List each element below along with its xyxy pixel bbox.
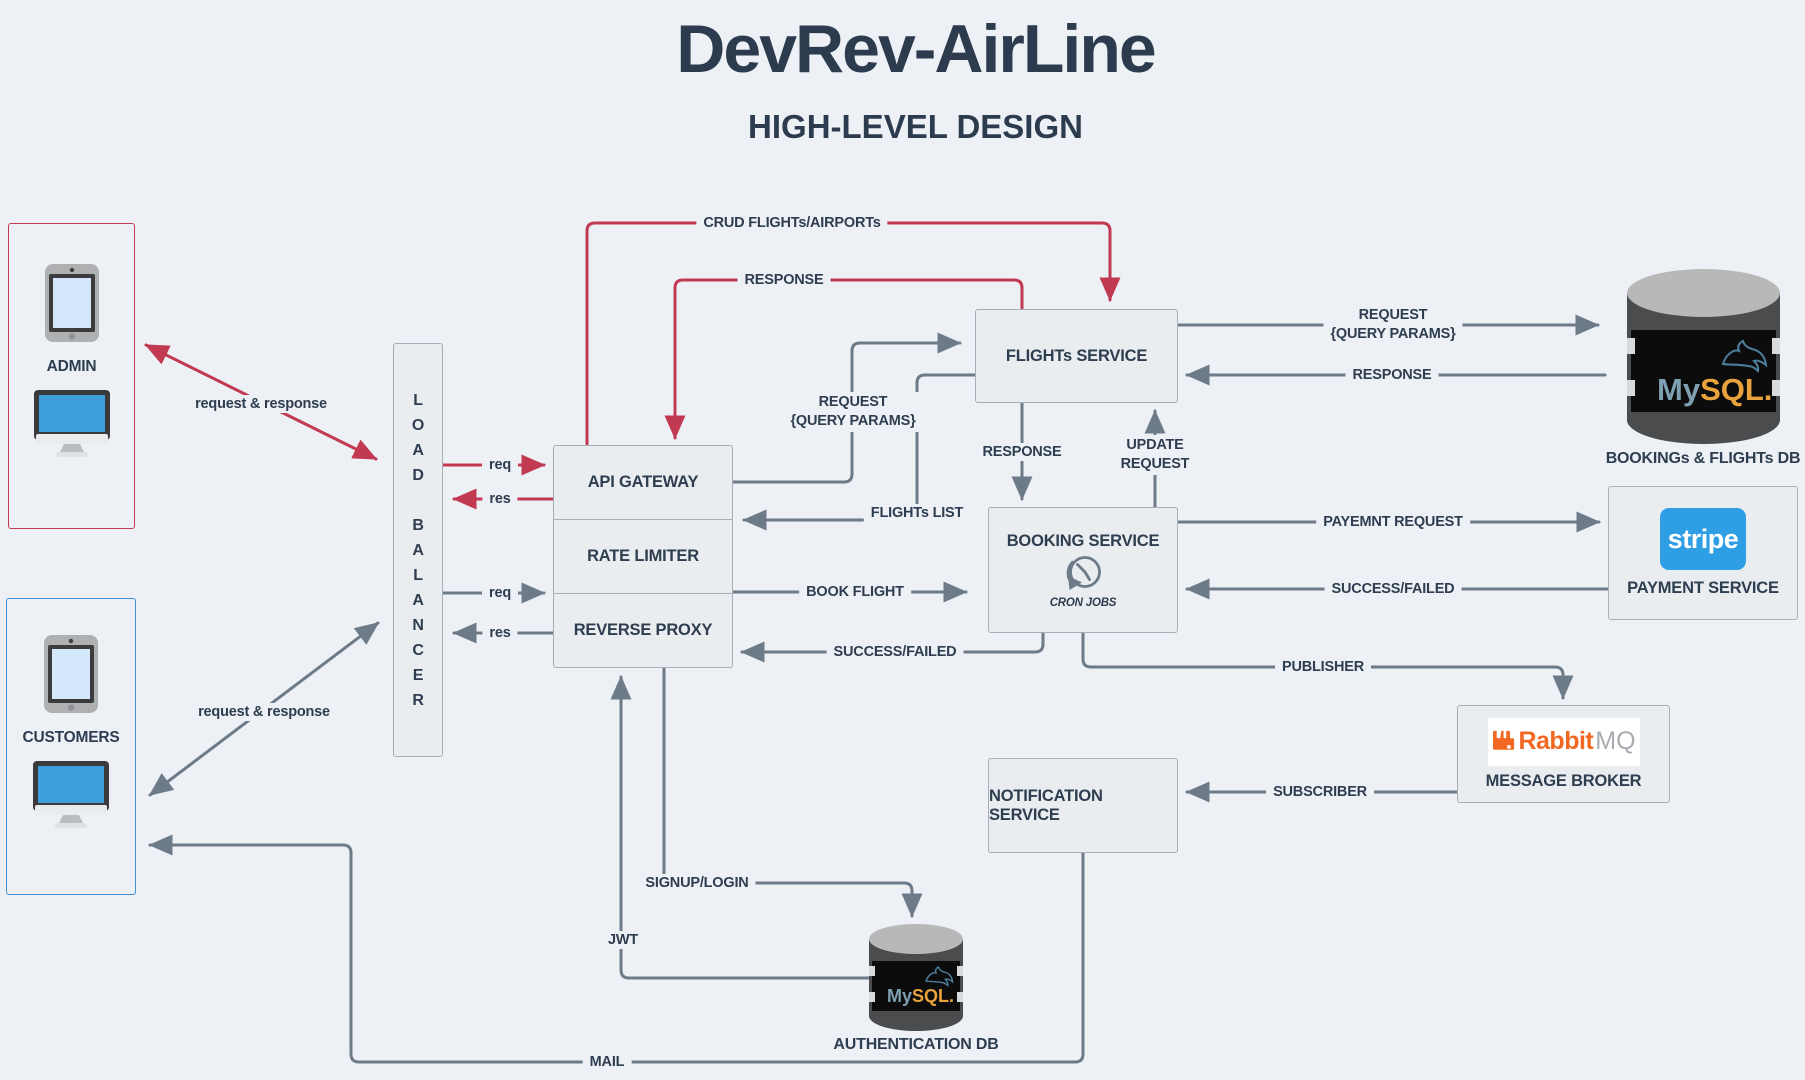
edge-label-req-red: req	[482, 456, 518, 474]
desktop-icon	[33, 390, 110, 458]
edge-label-payment-success-failed: SUCCESS/FAILED	[1324, 580, 1462, 598]
rabbitmq-logo: Rabbit MQ	[1487, 717, 1640, 766]
message-broker-node: Rabbit MQ MESSAGE BROKER	[1457, 705, 1670, 803]
edge-label-update-request: UPDATE REQUEST	[1113, 435, 1197, 475]
edge-label-mail: MAIL	[582, 1053, 632, 1071]
notification-service-node: NOTIFICATION SERVICE	[988, 758, 1178, 853]
cron-jobs-label: CRON JOBS	[1049, 596, 1117, 609]
edge-label-signup-login: SIGNUP/LOGIN	[638, 874, 756, 892]
mysql-logo-sql: SQL.	[912, 986, 954, 1006]
svg-text:MySQL.: MySQL.	[887, 986, 954, 1006]
mysql-database-icon: MySQL.	[869, 924, 963, 1031]
edge-label-admin-request-response: request & response	[188, 395, 334, 413]
edge-label-booking-success-failed: SUCCESS/FAILED	[826, 643, 964, 661]
edge-label-subscriber: SUBSCRIBER	[1266, 783, 1374, 801]
edge-label-res-red: res	[482, 490, 518, 508]
edge-label-req-gray: req	[482, 584, 518, 602]
booking-service-node: BOOKING SERVICE CRON JOBS	[988, 507, 1178, 633]
admin-group: ADMIN	[8, 223, 135, 529]
customers-label: CUSTOMERS	[22, 729, 120, 746]
tablet-icon	[44, 635, 98, 713]
tablet-icon	[44, 264, 99, 342]
stripe-logo: stripe	[1660, 508, 1746, 570]
mysql-database-icon: MySQL.	[1627, 269, 1780, 444]
rabbitmq-logo-mq: MQ	[1595, 727, 1636, 755]
customers-group: CUSTOMERS	[6, 598, 136, 895]
flights-service-label: FLIGHTs SERVICE	[1005, 346, 1148, 365]
reverse-proxy-node: REVERSE PROXY	[554, 593, 732, 667]
edge-label-res-gray: res	[482, 624, 518, 642]
rate-limiter-node: RATE LIMITER	[554, 519, 732, 593]
api-gateway-node: API GATEWAY	[587, 473, 699, 491]
booking-service-label: BOOKING SERVICE	[1006, 531, 1160, 550]
edge-label-flights-list: FLIGHTs LIST	[863, 504, 971, 522]
rabbitmq-icon	[1491, 729, 1516, 754]
cron-clock-icon	[1060, 553, 1106, 595]
load-balancer-label: L O A D B A L A N C E R	[411, 391, 425, 709]
edge-label-jwt: JWT	[600, 931, 646, 949]
edge-label-response-red: RESPONSE	[737, 271, 831, 289]
load-balancer-node: L O A D B A L A N C E R	[393, 343, 443, 757]
flights-service-node: FLIGHTs SERVICE	[975, 309, 1178, 403]
edge-label-book-flight: BOOK FLIGHT	[799, 583, 911, 601]
rabbitmq-logo-rabbit: Rabbit	[1518, 727, 1594, 755]
page-title: DevRev-AirLine	[676, 11, 1156, 87]
edge-label-request-query-params: REQUEST {QUERY PARAMS}	[783, 392, 923, 432]
payment-service-caption: PAYMENT SERVICE	[1627, 579, 1779, 597]
edge-mail	[148, 834, 1085, 1064]
bookings-db-caption: BOOKINGs & FLIGHTs DB	[1605, 450, 1801, 467]
edge-label-response-booking: RESPONSE	[975, 443, 1069, 461]
notification-service-label: NOTIFICATION SERVICE	[989, 786, 1103, 824]
bookings-db-cylinder: MySQL.	[1627, 268, 1780, 445]
edge-label-customers-request-response: request & response	[191, 703, 337, 721]
edge-label-publisher: PUBLISHER	[1275, 658, 1371, 676]
svg-text:MySQL.: MySQL.	[1657, 372, 1772, 407]
edge-label-crud: CRUD FLIGHTs/AIRPORTs	[696, 214, 888, 232]
admin-label: ADMIN	[46, 358, 97, 375]
auth-db-caption: AUTHENTICATION DB	[833, 1036, 999, 1053]
mysql-logo-sql: SQL.	[1700, 372, 1772, 407]
edge-label-db-response: RESPONSE	[1345, 366, 1439, 384]
gateway-stack: API GATEWAY RATE LIMITER REVERSE PROXY	[553, 445, 733, 668]
mysql-logo-my: My	[887, 986, 912, 1006]
auth-db-cylinder: MySQL.	[869, 923, 963, 1032]
mysql-logo-my: My	[1657, 372, 1701, 407]
stripe-logo-text: stripe	[1667, 523, 1739, 554]
edge-booking-result	[740, 631, 1045, 663]
edge-label-db-request-query-params: REQUEST {QUERY PARAMS}	[1323, 305, 1463, 345]
desktop-icon	[33, 761, 109, 829]
edge-flights-gateway-response	[664, 278, 1024, 440]
edge-jwt	[610, 675, 871, 980]
payment-service-node: stripe PAYMENT SERVICE	[1608, 486, 1798, 620]
edge-label-payment-request: PAYEMNT REQUEST	[1316, 513, 1470, 531]
message-broker-caption: MESSAGE BROKER	[1485, 771, 1642, 790]
page-subtitle: HIGH-LEVEL DESIGN	[748, 108, 1083, 145]
